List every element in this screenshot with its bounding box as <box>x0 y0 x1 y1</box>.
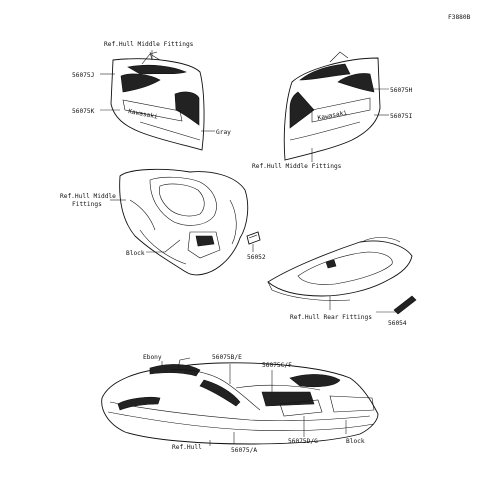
label-ebony: Ebony <box>143 354 162 361</box>
rear-fitting-part <box>267 237 413 301</box>
label-gray: Gray <box>216 129 231 136</box>
label-56075I: 56075I <box>390 113 413 120</box>
decal-panel-left: Kawasaki <box>110 51 205 151</box>
label-ref-hull-rear: Ref.Hull Rear Fittings <box>290 314 372 321</box>
decal-56052 <box>246 231 261 245</box>
figure-code: F3880B <box>448 14 471 21</box>
label-block-mid: Block <box>126 250 145 257</box>
label-56075H: 56075H <box>390 87 413 94</box>
label-ref-hull-middle-left-1: Ref.Hull Middle <box>60 193 116 200</box>
label-56075D-G: 56075D/G <box>288 438 318 445</box>
leader-lines <box>100 50 398 446</box>
label-56075-A: 56075/A <box>231 447 257 454</box>
label-block-bottom: Block <box>346 438 365 445</box>
label-ref-hull: Ref.Hull <box>172 444 202 451</box>
label-56075C-F: 56075C/F <box>262 362 292 369</box>
label-56052: 56052 <box>247 254 266 261</box>
decal-56054 <box>393 295 417 315</box>
decal-panel-right: Kawasaki <box>283 51 381 161</box>
label-ref-hull-middle-left-2: Fittings <box>72 201 102 208</box>
label-ref-hull-middle-top: Ref.Hull Middle Fittings <box>104 41 194 48</box>
label-56054: 56054 <box>388 320 407 327</box>
label-ref-hull-middle-right: Ref.Hull Middle Fittings <box>252 163 342 170</box>
label-56075J: 56075J <box>72 72 94 79</box>
label-56075B-E: 56075B/E <box>212 354 242 361</box>
label-56075K: 56075K <box>72 108 95 115</box>
jet-ski <box>101 357 379 445</box>
hull-middle-part <box>119 168 249 276</box>
